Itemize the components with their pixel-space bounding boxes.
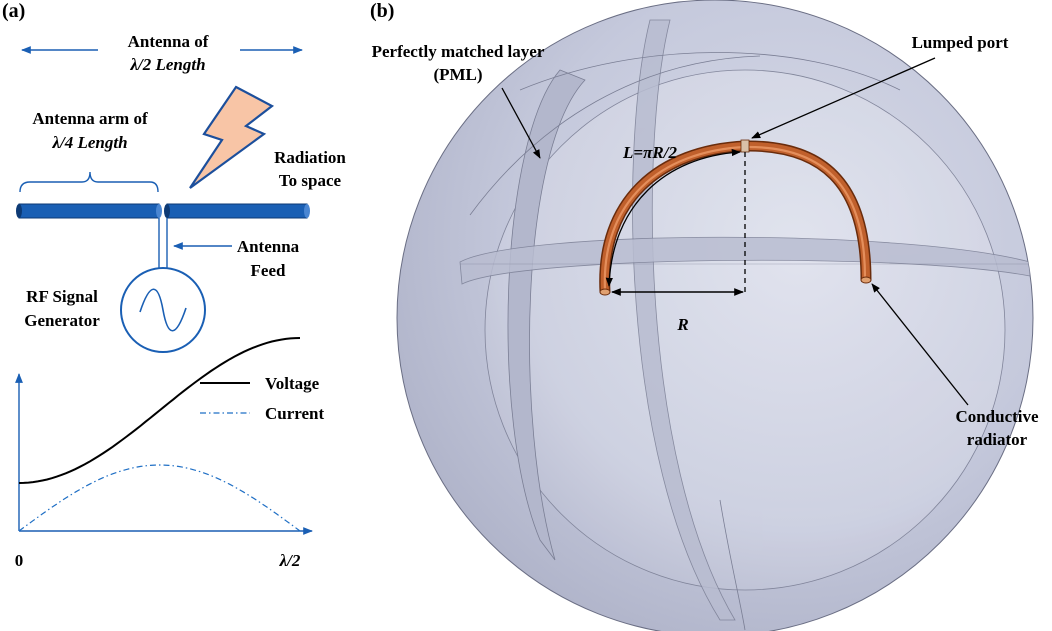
radiator-label-line1: Conductive (955, 407, 1039, 426)
pml-arrow (501, 87, 541, 159)
radiation-line1: Radiation (274, 148, 346, 167)
lumped-port-label: Lumped port (912, 33, 1009, 52)
panel-b-label: (b) (370, 0, 394, 22)
antenna-arm-right-tip (164, 204, 170, 218)
feed-label-line1: Antenna (237, 237, 300, 256)
feed-label-line2: Feed (251, 261, 286, 280)
antenna-arm-right-end (304, 204, 310, 218)
arm-label-line2: λ/4 Length (51, 133, 127, 152)
radiator-label-line2: radiator (967, 430, 1028, 449)
axis-end-label: λ/2 (279, 551, 301, 570)
panel-a-label: (a) (2, 0, 25, 22)
voltage-curve (18, 337, 301, 484)
antenna-arm-left-tip (156, 204, 162, 218)
pml-vertical-band (507, 69, 586, 561)
length-equation: L=πR/2 (622, 143, 677, 162)
generator-line1: RF Signal (26, 287, 98, 306)
lumped-port-arrow (751, 57, 936, 139)
antenna-arm-left (18, 203, 160, 219)
radius-label: R (676, 315, 688, 334)
panel-a: (a) Antenna of λ/2 Length Antenna arm of… (2, 0, 346, 570)
radiator-end-right (860, 276, 872, 284)
arc-length-arrow (605, 148, 741, 287)
shell-edge-upper (519, 52, 901, 91)
antenna-arm-left-end (16, 204, 22, 218)
generator-line2: Generator (24, 311, 100, 330)
current-curve (18, 464, 301, 532)
antenna-arm-right (166, 203, 308, 219)
distribution-plot: Voltage Current 0 λ/2 (15, 337, 325, 570)
pml-label-line1: Perfectly matched layer (372, 42, 545, 61)
panel-b: (b) L=πR/2 (370, 0, 1039, 631)
shell-edge-top (469, 55, 761, 216)
legend-voltage-label: Voltage (265, 374, 320, 393)
pml-label-line2: (PML) (433, 65, 482, 84)
sine-wave-icon (139, 288, 187, 332)
radiation-line2: To space (279, 171, 342, 190)
radiation-bolt-icon (189, 85, 275, 189)
radiator-end-left (599, 288, 611, 296)
arm-label-line1: Antenna arm of (32, 109, 148, 128)
antenna-title-line2: λ/2 Length (129, 55, 205, 74)
shell-edge-bottom (719, 499, 746, 631)
antenna-dipole (16, 203, 310, 219)
radiator-arrow (871, 283, 969, 406)
legend-current-label: Current (265, 404, 325, 423)
axis-origin-label: 0 (15, 551, 24, 570)
lumped-port-gap (740, 139, 750, 153)
arm-brace (19, 171, 159, 193)
antenna-title-line1: Antenna of (128, 32, 209, 51)
